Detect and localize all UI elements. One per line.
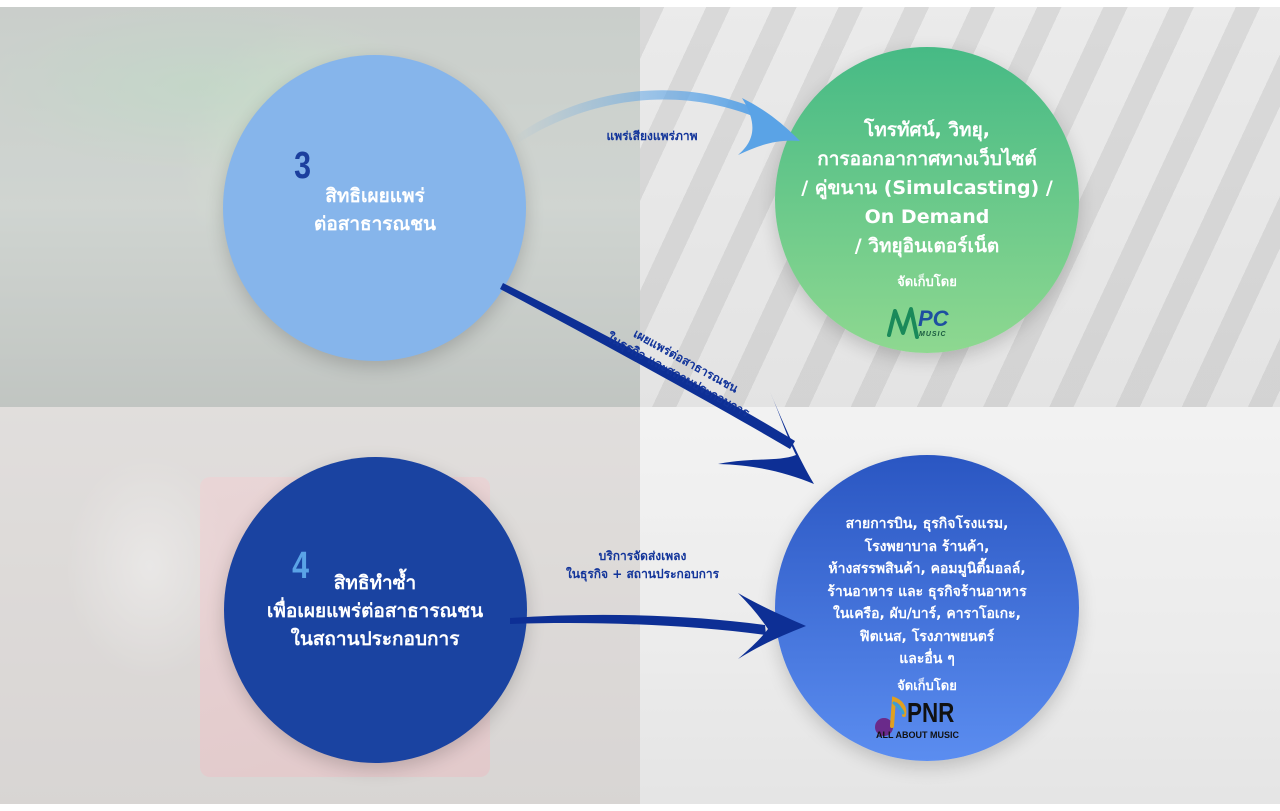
mpc-music-logo: PC MUSIC	[885, 303, 975, 343]
business-line: และอื่น ๆ	[899, 651, 955, 667]
right-3-title-line: สิทธิเผยแพร่	[325, 185, 425, 207]
business-line: ร้านอาหาร และ ธุรกิจร้านอาหาร	[827, 583, 1027, 600]
right-3-title-line: ต่อสาธารณชน	[314, 213, 436, 235]
broadcast-line: / วิทยุอินเตอร์เน็ต	[854, 235, 1000, 257]
right-number-3: 3	[294, 145, 312, 187]
right-4-title-line: สิทธิทำซ้ำ	[333, 572, 417, 594]
circle-broadcast-media	[775, 47, 1079, 353]
broadcast-media-list: โทรทัศน์, วิทยุ, การออกอากาศทางเว็บไซต์ …	[787, 116, 1067, 261]
broadcast-line: การออกอากาศทางเว็บไซต์	[817, 148, 1037, 170]
right-4-title: สิทธิทำซ้ำ เพื่อเผยแพร่ต่อสาธารณชน ในสถา…	[255, 569, 495, 653]
broadcast-line: โทรทัศน์, วิทยุ,	[864, 119, 990, 141]
arrow-diagonal-shaft	[500, 283, 795, 449]
business-line: ห้างสรรพสินค้า, คอมมูนิตี้มอลล์,	[828, 561, 1026, 577]
business-line: โรงพยาบาล ร้านค้า,	[864, 538, 990, 555]
business-collected-by: จัดเก็บโดย	[897, 679, 957, 694]
right-4-title-line: เพื่อเผยแพร่ต่อสาธารณชน	[266, 600, 484, 622]
business-line: สายการบิน, ธุรกิจโรงแรม,	[845, 516, 1009, 532]
circle-reproduction-right	[224, 457, 527, 763]
broadcast-line: / คู่ขนาน (Simulcasting) /	[801, 177, 1053, 199]
mpc-logo-sub: MUSIC	[919, 331, 947, 338]
music-note-icon	[875, 696, 907, 736]
pnr-logo-sub: ALL ABOUT MUSIC	[876, 730, 959, 740]
broadcast-collected-by: จัดเก็บโดย	[897, 275, 957, 290]
broadcast-line: On Demand	[864, 206, 990, 228]
right-3-title: สิทธิเผยแพร่ ต่อสาธารณชน	[295, 182, 455, 238]
arrow-top-shaft	[514, 90, 762, 143]
arrow-bottom-head	[738, 593, 806, 659]
arrow-bottom-label-line: บริการจัดส่งเพลง	[598, 549, 687, 563]
business-venue-list: สายการบิน, ธุรกิจโรงแรม, โรงพยาบาล ร้านค…	[797, 513, 1057, 671]
arrows-layer	[500, 90, 814, 659]
mpc-wave-icon	[887, 307, 919, 339]
business-line: ในเครือ, ผับ/บาร์, คาราโอเกะ,	[833, 606, 1021, 622]
mpc-logo-text: PC	[918, 306, 949, 331]
arrow-diagonal-head	[718, 392, 814, 484]
circle-business-venues	[775, 455, 1079, 761]
business-line: ฟิตเนส, โรงภาพยนตร์	[859, 628, 995, 645]
circle-public-performance-right	[223, 55, 526, 361]
arrow-bottom-shaft	[510, 614, 766, 635]
arrow-bottom-label-line: ในธุรกิจ + สถานประกอบการ	[565, 567, 720, 581]
right-4-title-line: ในสถานประกอบการ	[290, 628, 460, 650]
arrow-top-label: แพร่เสียงแพร่ภาพ	[606, 129, 698, 143]
arrow-bottom-label: บริการจัดส่งเพลง ในธุรกิจ + สถานประกอบกา…	[555, 547, 730, 583]
pnr-logo: PNR ALL ABOUT MUSIC	[872, 693, 972, 741]
arrow-top-head	[738, 98, 800, 155]
pnr-logo-text: PNR	[907, 697, 955, 728]
right-number-4: 4	[292, 545, 310, 587]
diagram-canvas: 3 สิทธิเผยแพร่ ต่อสาธารณชน โทรทัศน์, วิท…	[0, 7, 1280, 804]
